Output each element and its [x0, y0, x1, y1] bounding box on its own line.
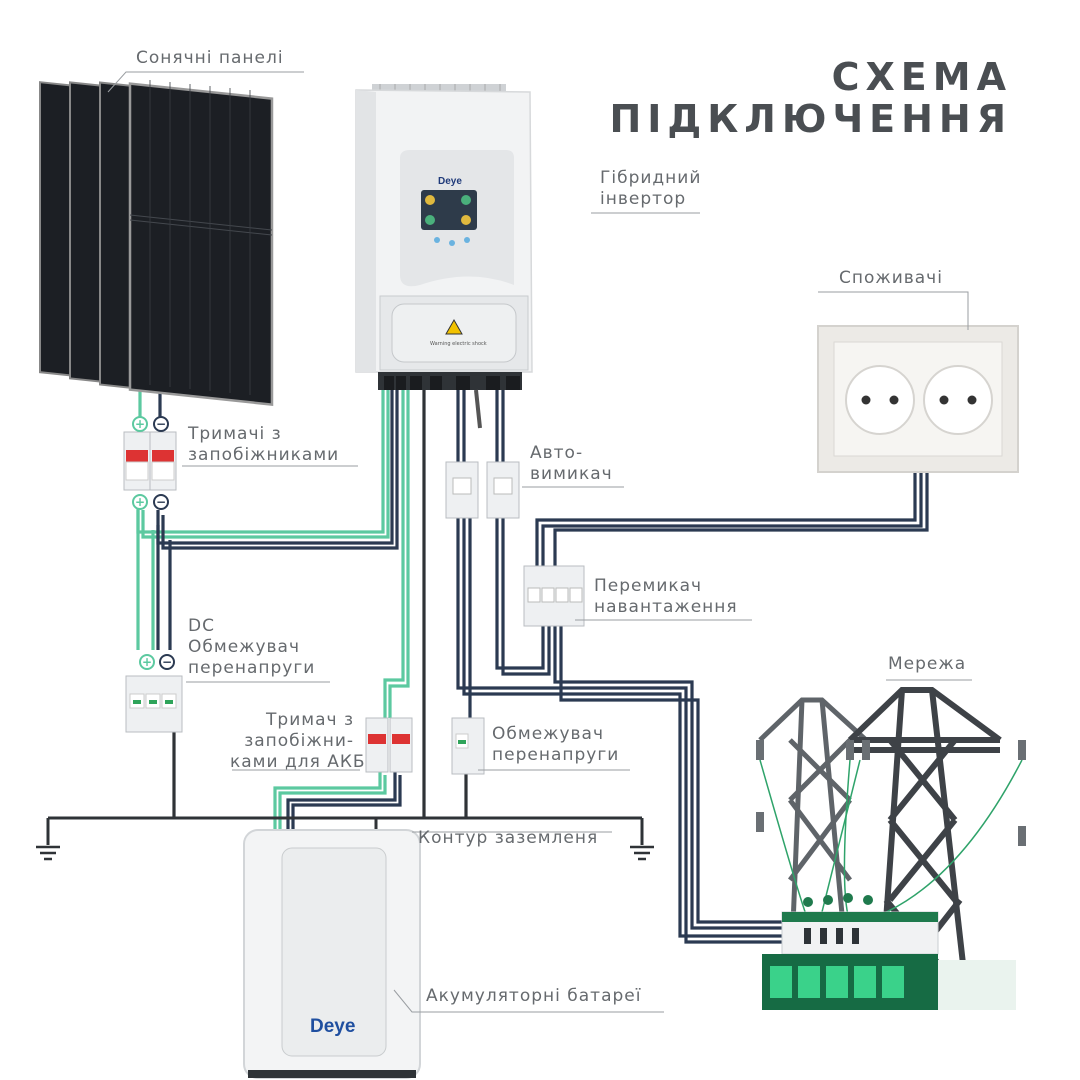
battery-fuse-to-battery-plus: [273, 770, 382, 835]
svg-text:−: −: [156, 417, 166, 431]
ground-symbol-right: [630, 845, 654, 861]
label-dc-spd: DC Обмежувач перенапруги: [188, 616, 316, 678]
ac-surge-protector: [451, 717, 485, 775]
pv-fuse-holders: [123, 431, 177, 491]
label-hybrid-inverter: Гібридний інвертор: [600, 168, 702, 209]
label-ground-loop: Контур заземленя: [418, 828, 599, 848]
svg-text:+: +: [135, 495, 145, 509]
switch-grid-wire-2: [559, 625, 790, 924]
consumer-wire-2: [541, 470, 923, 566]
solar-panels: [39, 80, 274, 406]
label-circuit-breaker: Авто- вимикач: [530, 443, 613, 484]
label-solar-panels: Сонячні панелі: [136, 48, 284, 68]
label-battery-fuse: Тримач з запобіжни- ками для АКБ: [230, 710, 366, 772]
consumer-wire-3: [553, 470, 929, 566]
label-ac-spd: Обмежувач перенапруги: [492, 724, 620, 765]
inverter-warning-text: Warning electric shock: [430, 341, 487, 347]
load-wire-2: [501, 518, 551, 676]
battery-brand: Deye: [310, 1016, 355, 1037]
label-consumers: Споживачі: [839, 268, 943, 288]
battery-positive-wire: [383, 390, 405, 718]
load-switch: [523, 565, 585, 627]
polarity-markers: + − + − + −: [132, 416, 175, 670]
load-wire-1: [495, 518, 545, 670]
label-load-switch: Перемикач навантаження: [594, 576, 738, 617]
label-batteries: Акумуляторні батареї: [426, 986, 642, 1006]
svg-text:+: +: [135, 417, 145, 431]
battery-fuse-to-battery-minus-2: [291, 775, 402, 835]
inverter-brand: Deye: [438, 176, 462, 187]
leader-lines: [107, 71, 972, 1013]
power-sockets: [817, 325, 1019, 473]
grid-wire-1: [456, 518, 790, 944]
label-fuse-holders: Тримачі з запобіжниками: [188, 424, 340, 465]
svg-text:−: −: [156, 495, 166, 509]
title-line-2: ПІДКЛЮЧЕННЯ: [609, 97, 1012, 141]
wires: [46, 380, 929, 944]
hybrid-inverter: Deye Warning electric shock: [355, 84, 533, 429]
consumer-wire-1: [535, 470, 917, 566]
battery-fuse-holder: [365, 717, 413, 773]
title-line-1: СХЕМА: [831, 55, 1012, 99]
warning-icon: [445, 318, 463, 335]
switch-grid-wire-1: [553, 625, 790, 930]
pv-negative-to-inverter-2: [161, 390, 399, 550]
label-grid: Мережа: [888, 654, 967, 674]
power-grid: [756, 687, 1026, 1010]
battery-fuse-to-battery-plus-2: [278, 775, 387, 835]
svg-text:−: −: [162, 655, 172, 669]
pv-positive-to-inverter-2: [141, 390, 390, 539]
grid-wire-2: [462, 518, 790, 938]
svg-text:+: +: [142, 655, 152, 669]
circuit-breakers: [445, 461, 520, 519]
battery: Deye: [243, 829, 421, 1079]
diagram-title: СХЕМА ПІДКЛЮЧЕННЯ: [609, 56, 1012, 140]
dc-surge-protector: [125, 675, 183, 733]
battery-positive-wire-2: [388, 390, 410, 718]
ground-symbol-left: [36, 845, 60, 861]
